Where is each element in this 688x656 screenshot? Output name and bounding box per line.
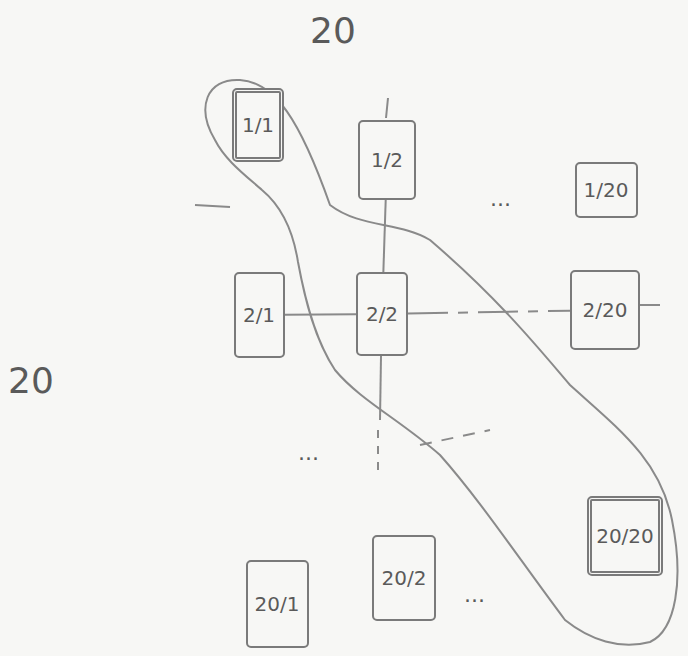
fraction-card: 1/1 [232, 88, 284, 162]
fraction-card: 20/1 [246, 560, 309, 648]
fraction-card: 1/2 [358, 120, 416, 200]
fraction-text: 2/2 [366, 302, 398, 326]
fraction-card: 2/1 [234, 272, 285, 358]
fraction-card: 2/2 [356, 272, 408, 356]
fraction-text: 20/1 [255, 592, 300, 616]
fraction-card: 2/20 [570, 270, 640, 350]
fraction-card: 20/20 [587, 496, 663, 576]
fraction-text: 1/1 [242, 113, 274, 137]
dashed-continuation [420, 430, 490, 445]
grid-line [383, 200, 385, 272]
grid-line [285, 314, 357, 316]
fraction-text: 1/20 [584, 178, 629, 202]
fraction-card: 20/2 [372, 535, 436, 621]
fraction-text: 2/1 [243, 303, 275, 327]
sketch-line [386, 98, 388, 118]
ellipsis: ... [488, 186, 513, 211]
fraction-text: 20/2 [382, 566, 427, 590]
sketch-line [195, 205, 230, 207]
ellipsis: ... [296, 440, 321, 465]
grid-line [408, 311, 570, 314]
dashed-continuation [377, 430, 379, 470]
fraction-card: 1/20 [575, 162, 638, 218]
fraction-text: 20/20 [596, 524, 654, 548]
count-label: 20 [308, 10, 358, 51]
ellipsis: ... [462, 582, 487, 607]
fraction-text: 1/2 [371, 148, 403, 172]
fraction-text: 2/20 [583, 298, 628, 322]
sketch-line [640, 304, 660, 306]
sketch-line [380, 356, 381, 420]
count-label: 20 [6, 360, 56, 401]
